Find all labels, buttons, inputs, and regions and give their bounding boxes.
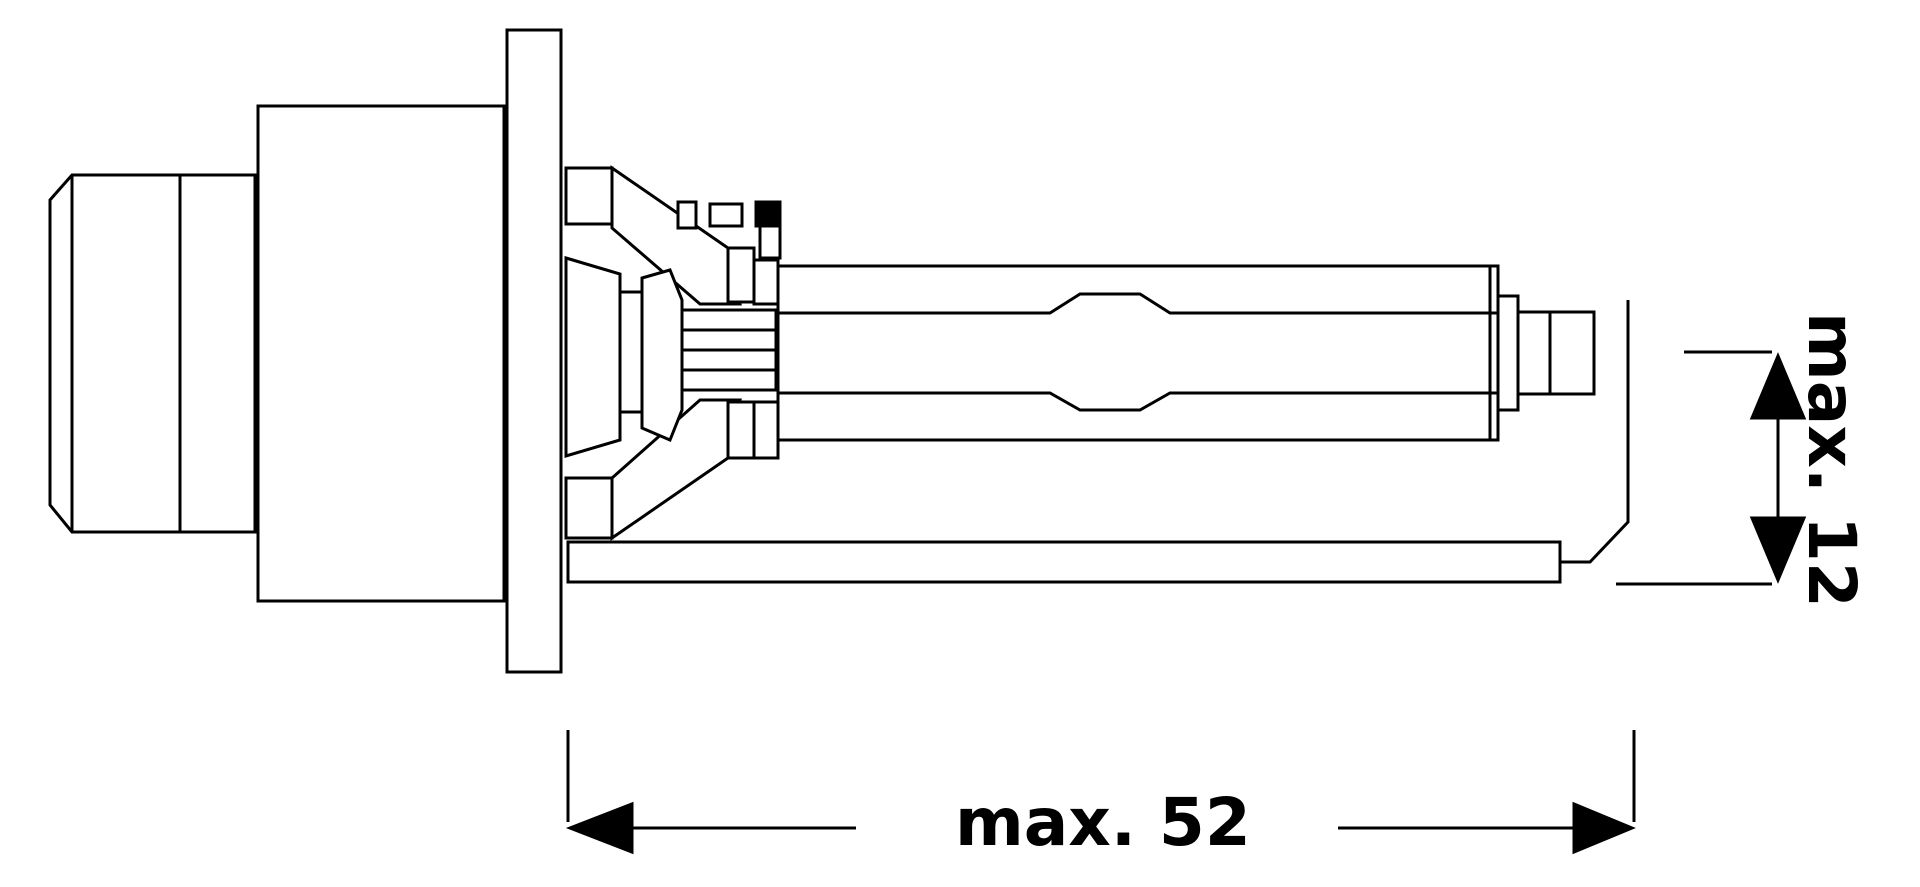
dimension-length: [565, 730, 1636, 855]
arrow-right-icon: [1572, 801, 1636, 855]
base-body: [256, 104, 506, 603]
burner-holder: [564, 165, 782, 541]
flange: [505, 28, 563, 674]
arrow-up-icon: [1749, 352, 1807, 420]
return-lead: [566, 540, 1562, 584]
arrow-left-icon: [565, 801, 634, 855]
glass-tube: [776, 264, 1596, 442]
diameter-dimension-label: max. 12: [1793, 312, 1870, 608]
length-dimension-label: max. 52: [955, 784, 1251, 861]
dimension-diameter: [1616, 350, 1807, 586]
plug-end: [48, 173, 257, 534]
arrow-down-icon: [1749, 516, 1807, 584]
return-lead-bend: [1560, 300, 1630, 564]
